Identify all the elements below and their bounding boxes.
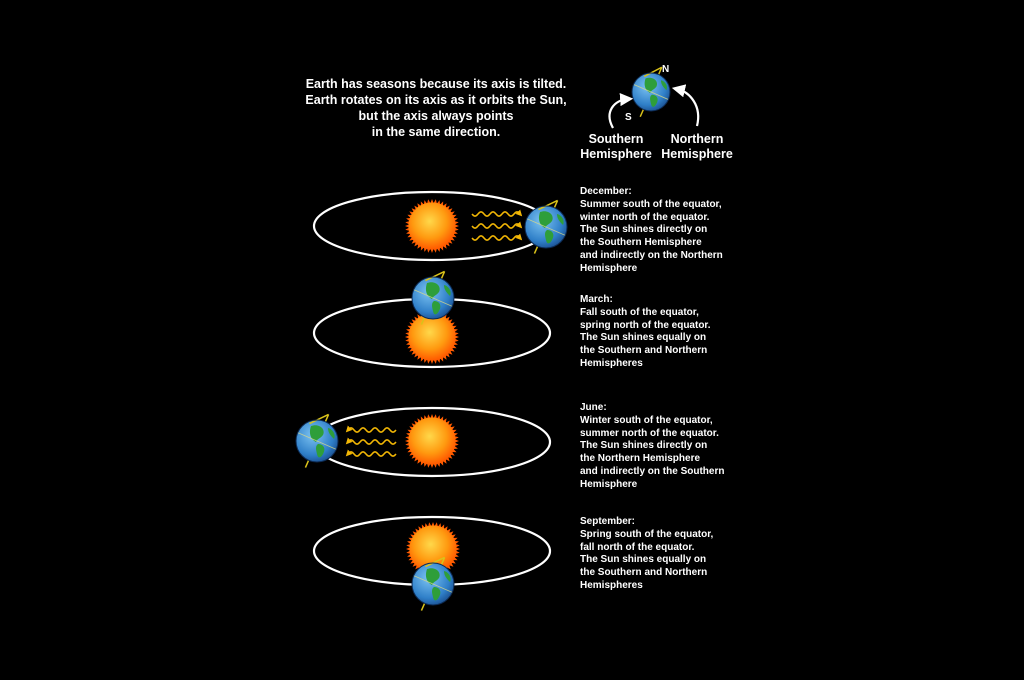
- earth-june: [295, 413, 339, 468]
- intro-line: Earth rotates on its axis as it orbits t…: [305, 93, 567, 107]
- september-diagram: [312, 515, 552, 611]
- landmass: [444, 571, 451, 582]
- southern-arrow: [608, 92, 634, 129]
- earth-december: [524, 199, 568, 254]
- landmass: [644, 77, 658, 93]
- sun-ray: [345, 425, 397, 434]
- sun-march: [405, 310, 459, 364]
- sun-disc: [408, 202, 456, 250]
- landmass: [432, 587, 441, 601]
- landmass: [650, 94, 658, 107]
- sun-ray: [345, 449, 397, 458]
- intro-line: in the same direction.: [371, 125, 501, 139]
- equator-line: [413, 575, 453, 593]
- equator-line: [633, 84, 669, 100]
- south-pole-label: S: [625, 112, 632, 123]
- earth-axis-tip: [643, 66, 663, 78]
- sunrays-june: [345, 425, 397, 458]
- earth-axis-tip: [425, 556, 445, 568]
- sun-ray: [471, 209, 523, 218]
- landmass: [538, 211, 553, 228]
- earth-axis-tip: [425, 270, 445, 282]
- intro-line: Earth has seasons because its axis is ti…: [305, 77, 567, 91]
- equator-line: [297, 432, 337, 450]
- earth-outline: [295, 419, 339, 463]
- landmass: [425, 568, 440, 585]
- earth-legend: [631, 66, 671, 118]
- earth-outline: [631, 72, 671, 112]
- earth-march: [411, 270, 455, 325]
- september-description: September: Spring south of the equator, …: [580, 516, 714, 591]
- sun-ray: [345, 437, 397, 446]
- landmass: [545, 230, 554, 244]
- landmass: [557, 214, 564, 225]
- landmass: [444, 285, 451, 296]
- north-pole-label: N: [662, 64, 669, 75]
- landmass: [328, 428, 335, 439]
- landmass: [316, 444, 325, 458]
- northern-arrow: [671, 84, 700, 127]
- sun-ray: [471, 233, 523, 242]
- sun-september: [406, 522, 460, 576]
- sun-december: [405, 199, 459, 253]
- landmass: [425, 282, 440, 299]
- equator-line: [526, 218, 566, 236]
- sunrays-december: [471, 209, 523, 242]
- northern-hemisphere-label: Northern Hemisphere: [661, 132, 733, 161]
- landmass: [432, 301, 441, 315]
- axis-legend: N S: [608, 64, 700, 129]
- december-diagram: [312, 190, 568, 262]
- march-description: March: Fall south of the equator, spring…: [580, 294, 711, 369]
- december-description: December: Summer south of the equator, w…: [580, 186, 723, 274]
- earth-axis-tip: [309, 413, 329, 425]
- march-diagram: [312, 270, 552, 369]
- sun-disc: [408, 313, 456, 361]
- june-diagram: [295, 406, 552, 478]
- landmass: [660, 80, 667, 91]
- earth-outline: [411, 276, 455, 320]
- equator-line: [413, 289, 453, 307]
- earth-outline: [524, 205, 568, 249]
- southern-hemisphere-label: Southern Hemisphere: [580, 132, 652, 161]
- landmass: [309, 425, 324, 442]
- intro-line: but the axis always points: [358, 109, 514, 123]
- sun-disc: [409, 525, 457, 573]
- earth-outline: [411, 562, 455, 606]
- june-description: June: Winter south of the equator, summe…: [580, 402, 725, 490]
- sun-disc: [408, 417, 456, 465]
- sun-ray: [471, 221, 523, 230]
- earth-axis-tip: [538, 199, 558, 211]
- intro-text: Earth has seasons because its axis is ti…: [296, 76, 576, 140]
- earth-september: [411, 556, 455, 611]
- sun-june: [405, 414, 459, 468]
